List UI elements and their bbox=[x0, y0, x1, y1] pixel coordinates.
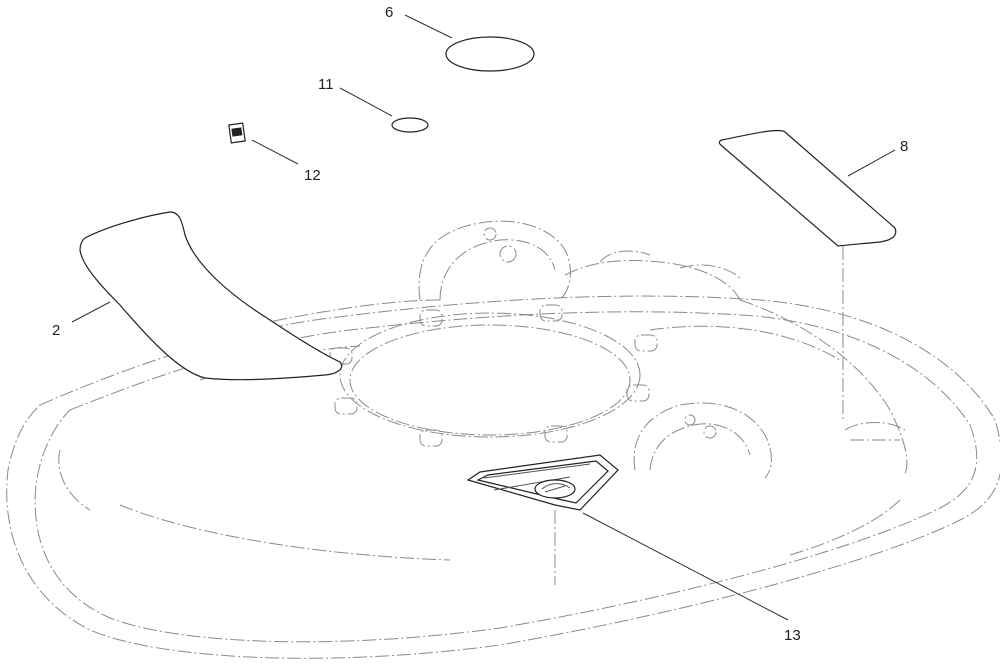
mount-bosses bbox=[329, 304, 658, 447]
part-11-small-oval bbox=[391, 117, 429, 133]
leader-8 bbox=[847, 149, 896, 177]
part-6-oval-decal bbox=[445, 36, 535, 72]
callout-8: 8 bbox=[900, 138, 908, 155]
leader-6 bbox=[404, 14, 453, 39]
leader-12 bbox=[251, 139, 299, 165]
callout-6: 6 bbox=[385, 4, 393, 21]
part-8-rect-decal bbox=[718, 129, 897, 247]
part-12-label bbox=[228, 122, 246, 144]
callout-12: 12 bbox=[304, 167, 321, 184]
part-13-logo-plate bbox=[466, 454, 619, 511]
callout-13: 13 bbox=[784, 627, 801, 644]
leader-2 bbox=[71, 301, 111, 323]
leader-11 bbox=[339, 87, 393, 117]
deck-housing bbox=[6, 220, 1000, 659]
leader-13 bbox=[582, 512, 789, 621]
callout-2: 2 bbox=[52, 322, 60, 339]
callout-11: 11 bbox=[318, 76, 334, 93]
part-2-decal bbox=[79, 211, 343, 381]
